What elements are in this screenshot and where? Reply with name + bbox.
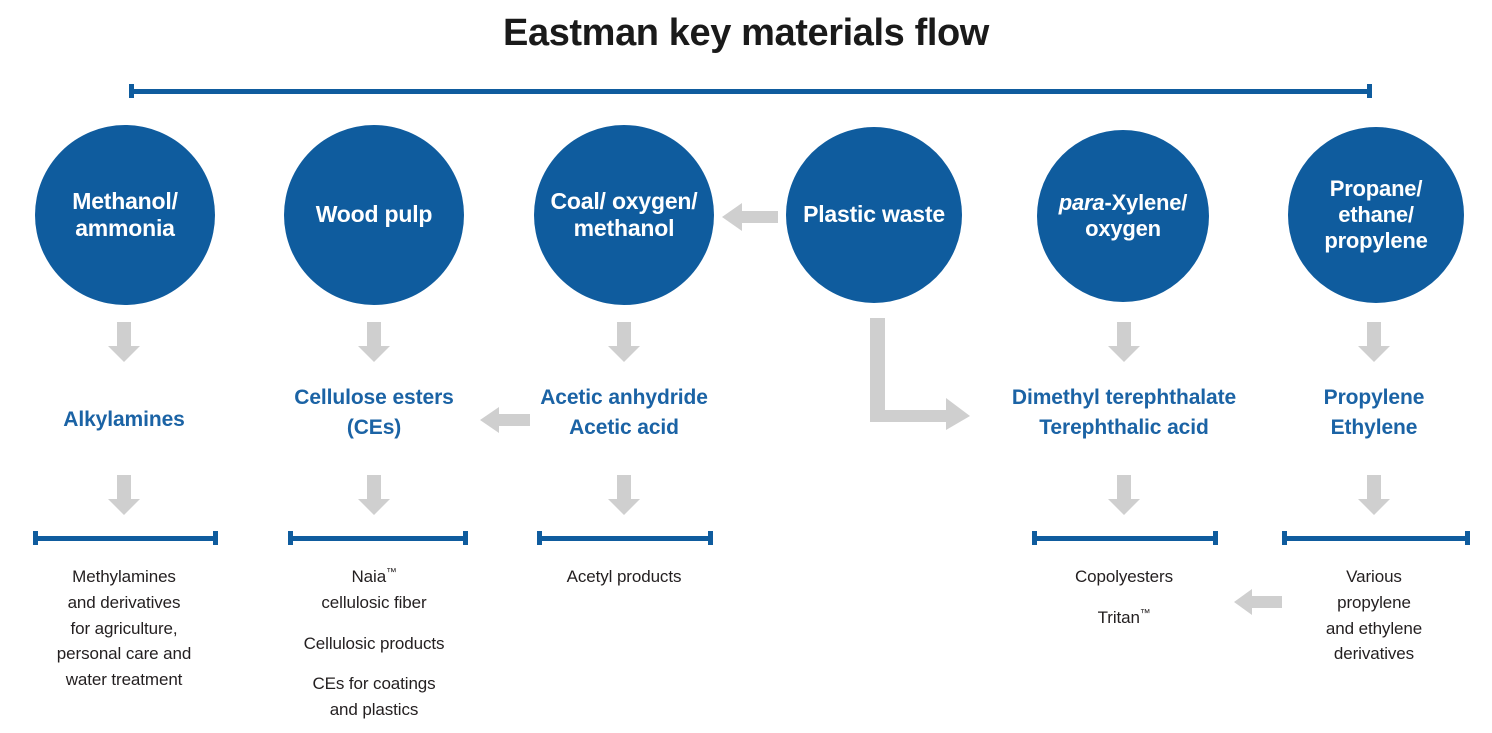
trademark-symbol: ™ [386,566,397,579]
product-text-col6: Various propylene and ethylene derivativ… [1264,564,1484,667]
product-bracket-col1 [33,531,218,545]
product-paragraph: Cellulosic products [303,633,445,653]
arrow-down-icon-col2-circle [358,322,390,362]
product-paragraph: Naia™ cellulosic fiber [321,566,427,612]
intermediate-text-acetic: Acetic anhydride Acetic acid [540,386,708,440]
arrow-down-icon-col5-mid [1108,475,1140,515]
bracket-bar [1282,536,1470,541]
bracket-bar [537,536,713,541]
arrow-down-icon-col3-circle [608,322,640,362]
product-text-col5: Copolyesters Tritan™ [1014,564,1234,631]
intermediate-text-terephthalates: Dimethyl terephthalate Terephthalic acid [1011,386,1237,440]
bracket-bar [33,536,218,541]
arrow-left-icon-acetic-to-ce [480,404,530,436]
circle-label-italic: para [1058,190,1105,216]
bracket-cap-right [213,531,218,545]
arrow-left-icon-derivatives-to-copolyesters [1234,586,1282,618]
circle-label: para-Xylene/ oxygen [1058,190,1188,241]
bracket-cap-right [708,531,713,545]
page-title: Eastman key materials flow [503,12,989,54]
product-text-col2: Naia™ cellulosic fiber Cellulosic produc… [264,564,484,723]
feedstock-circle-propane-ethane-propylene[interactable]: Propane/ ethane/ propylene [1288,127,1464,303]
bracket-bar [288,536,468,541]
arrow-down-icon-col1-mid [108,475,140,515]
arrow-down-icon-col2-mid [358,475,390,515]
product-bracket-col3 [537,531,713,545]
feedstock-circle-wood-pulp[interactable]: Wood pulp [284,125,464,305]
arrow-left-icon-plastic-to-coal [722,200,778,234]
circle-label: Methanol/ ammonia [72,187,178,241]
product-paragraph: Methylamines and derivatives for agricul… [56,567,192,690]
arrow-down-icon-col6-mid [1358,475,1390,515]
feedstock-circle-coal-oxygen-methanol[interactable]: Coal/ oxygen/ methanol [534,125,714,305]
intermediate-text-olefins: Propylene Ethylene [1323,386,1425,440]
product-bracket-col2 [288,531,468,545]
bracket-cap-right [1367,84,1372,98]
arrow-down-icon-col6-circle [1358,322,1390,362]
product-text-col1: Methylamines and derivatives for agricul… [14,564,234,693]
bracket-cap-right [1465,531,1470,545]
circle-label: Coal/ oxygen/ methanol [550,187,698,241]
bracket-cap-right [463,531,468,545]
product-paragraph: Tritan™ [1097,607,1151,627]
arrow-down-icon-col1-circle [108,322,140,362]
arrow-down-icon-col5-circle [1108,322,1140,362]
product-paragraph: Various propylene and ethylene derivativ… [1325,567,1423,664]
feedstock-circle-methanol-ammonia[interactable]: Methanol/ ammonia [35,125,215,305]
product-text-col3: Acetyl products [514,564,734,590]
product-paragraph: Copolyesters [1074,567,1173,586]
top-span-bracket [129,84,1372,98]
bracket-cap-right [1213,531,1218,545]
feedstock-circle-plastic-waste[interactable]: Plastic waste [786,127,962,303]
trademark-symbol: ™ [1139,607,1151,620]
circle-label: Propane/ ethane/ propylene [1324,176,1428,253]
product-paragraph: CEs for coatings and plastics [312,674,436,720]
arrow-down-icon-col3-mid [608,475,640,515]
intermediate-text-cellulose-esters: Cellulose esters (CEs) [294,386,454,440]
circle-label: Wood pulp [315,201,433,228]
bracket-bar [129,89,1372,94]
bracket-bar [1032,536,1218,541]
product-paragraph: Acetyl products [566,567,682,586]
product-bracket-col6 [1282,531,1470,545]
intermediate-text-alkylamines: Alkylamines [63,408,185,431]
feedstock-circle-para-xylene-oxygen[interactable]: para-Xylene/ oxygen [1037,130,1209,302]
product-bracket-col5 [1032,531,1218,545]
circle-label: Plastic waste [803,201,945,228]
arrow-elbow-right-icon-plastic-to-pta [870,318,970,430]
